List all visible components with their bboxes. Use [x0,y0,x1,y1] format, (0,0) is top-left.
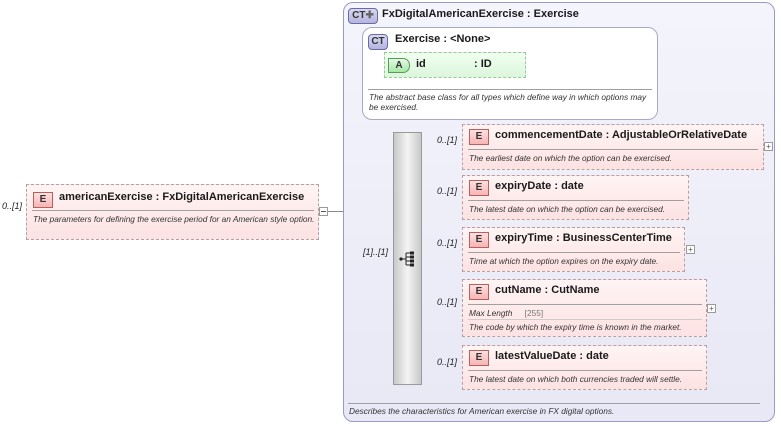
complex-type-divider [348,403,760,404]
element-type: CutName [551,284,600,296]
expiry-time-element[interactable]: E expiryTime : BusinessCenterTime Time a… [462,227,685,272]
sequence-icon [399,251,414,267]
attribute-name: id [416,58,426,70]
element-type: date [586,350,609,362]
element-doc: Time at which the option expires on the … [469,256,659,266]
type-separator: : [526,8,531,20]
child-cardinality: 0..[1] [437,238,458,248]
element-divider [468,319,702,320]
facet-label: Max Length [469,308,513,318]
element-divider [32,210,314,211]
child-cardinality: 0..[1] [437,357,458,367]
child-cardinality: 0..[1] [437,297,458,307]
type-separator: : [554,180,558,192]
element-name: expiryDate [495,180,552,192]
element-type: FxDigitalAmericanExercise [162,191,305,203]
sequence-compositor[interactable] [393,132,422,385]
type-separator: : [555,232,560,244]
type-separator: : [474,58,478,70]
element-badge: E [469,129,489,145]
element-badge: E [469,350,489,366]
base-type-doc: The abstract base class for all types wh… [369,92,647,112]
facet-value: [255] [524,308,544,318]
element-divider [468,200,684,201]
element-name: commencementDate [495,129,603,141]
base-type-name: Exercise [395,33,441,45]
type-separator: : [605,129,610,141]
base-type-badge: CT [368,34,388,50]
element-divider [468,304,702,305]
commencement-date-element[interactable]: E commencementDate : AdjustableOrRelativ… [462,124,764,170]
base-type-box: CT Exercise : <None> A id : ID The abstr… [362,27,658,120]
complex-type-base: Exercise [533,8,579,20]
element-divider [468,252,680,253]
element-doc: The latest date on which both currencies… [469,374,683,384]
collapse-toggle[interactable] [319,207,328,216]
element-name: latestValueDate [495,350,577,362]
complex-type-name: FxDigitalAmericanExercise [382,8,524,20]
expiry-date-element[interactable]: E expiryDate : date The latest date on w… [462,175,689,220]
element-name: americanExercise [59,191,153,203]
american-exercise-element[interactable]: E americanExercise : FxDigitalAmericanEx… [26,184,319,240]
complex-type-badge: CT✚ [348,8,378,24]
element-badge: E [469,232,489,248]
element-divider [468,149,758,150]
base-type-divider [368,89,652,90]
base-type-type: <None> [450,33,491,45]
child-cardinality: 0..[1] [437,135,458,145]
type-separator: : [443,33,447,45]
element-name: cutName [495,284,542,296]
connector-left-element [328,211,353,212]
type-separator: : [544,284,549,296]
expand-toggle[interactable]: + [707,304,716,313]
type-separator: : [579,350,584,362]
element-badge: E [33,192,53,208]
element-doc: The latest date on which the option can … [469,204,666,214]
sequence-cardinality: [1]..[1] [363,247,389,257]
element-name: expiryTime [495,232,553,244]
attribute-badge: A [388,58,410,73]
cut-name-element[interactable]: E cutName : CutName Max Length [255] The… [462,279,707,337]
element-divider [468,370,702,371]
type-separator: : [155,191,160,203]
left-element-cardinality: 0..[1] [2,201,23,211]
element-badge: E [469,180,489,196]
element-badge: E [469,284,489,300]
expand-toggle[interactable]: + [686,245,695,254]
element-doc: The code by which the expiry time is kno… [469,322,682,332]
attribute-id[interactable]: A id : ID [384,52,526,78]
element-type: date [561,180,584,192]
element-type: AdjustableOrRelativeDate [611,129,748,141]
complex-type-doc: Describes the characteristics for Americ… [349,406,615,416]
element-doc: The earliest date on which the option ca… [469,153,672,163]
attribute-type: ID [480,58,492,70]
element-doc: The parameters for defining the exercise… [33,214,315,224]
child-cardinality: 0..[1] [437,186,458,196]
element-type: BusinessCenterTime [562,232,672,244]
expand-toggle[interactable]: + [764,142,773,151]
latest-value-date-element[interactable]: E latestValueDate : date The latest date… [462,345,707,390]
